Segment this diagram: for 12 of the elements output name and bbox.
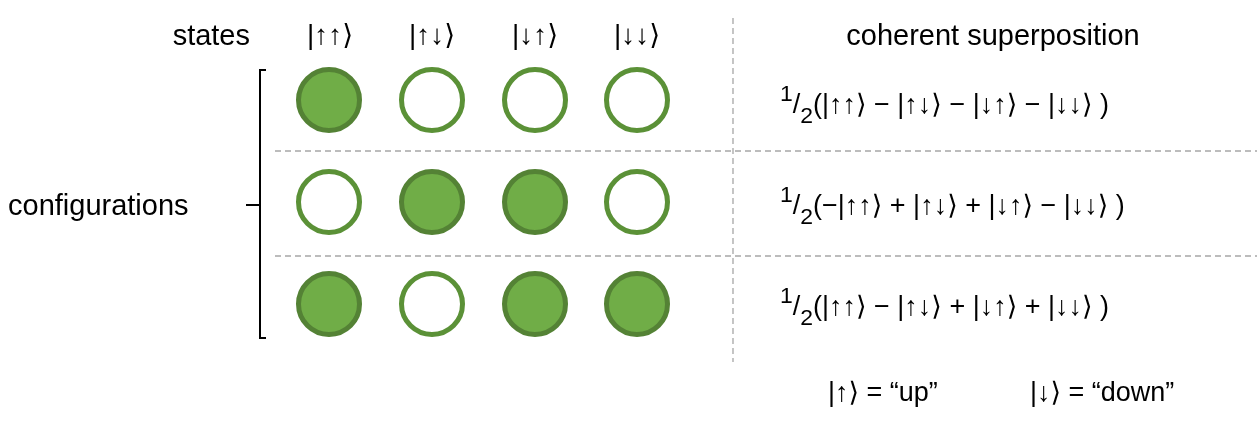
formula: $^{1}$/$_{2}$(|↑↑⟩ − |↑↓⟩ − |↓↑⟩ − |↓↓⟩ ) [780,87,1110,121]
formula: $^{1}$/$_{2}$(−|↑↑⟩ + |↑↓⟩ + |↓↑⟩ − |↓↓⟩ ) [780,188,1125,222]
column-header: |↑↑⟩ [306,18,354,52]
definition-text: |↑⟩ = “up” [828,375,938,409]
column-header: |↓↓⟩ [613,18,661,52]
heading-label: states [172,17,250,53]
column-header: coherent superposition [846,17,1140,53]
definition-text: |↓⟩ = “down” [1030,375,1175,409]
column-header: |↓↑⟩ [511,18,559,52]
formula: $^{1}$/$_{2}$(|↑↑⟩ − |↑↓⟩ + |↓↑⟩ + |↓↓⟩ ) [780,289,1110,323]
row-group-label: configurations [8,187,189,223]
column-header: |↑↓⟩ [408,18,456,52]
